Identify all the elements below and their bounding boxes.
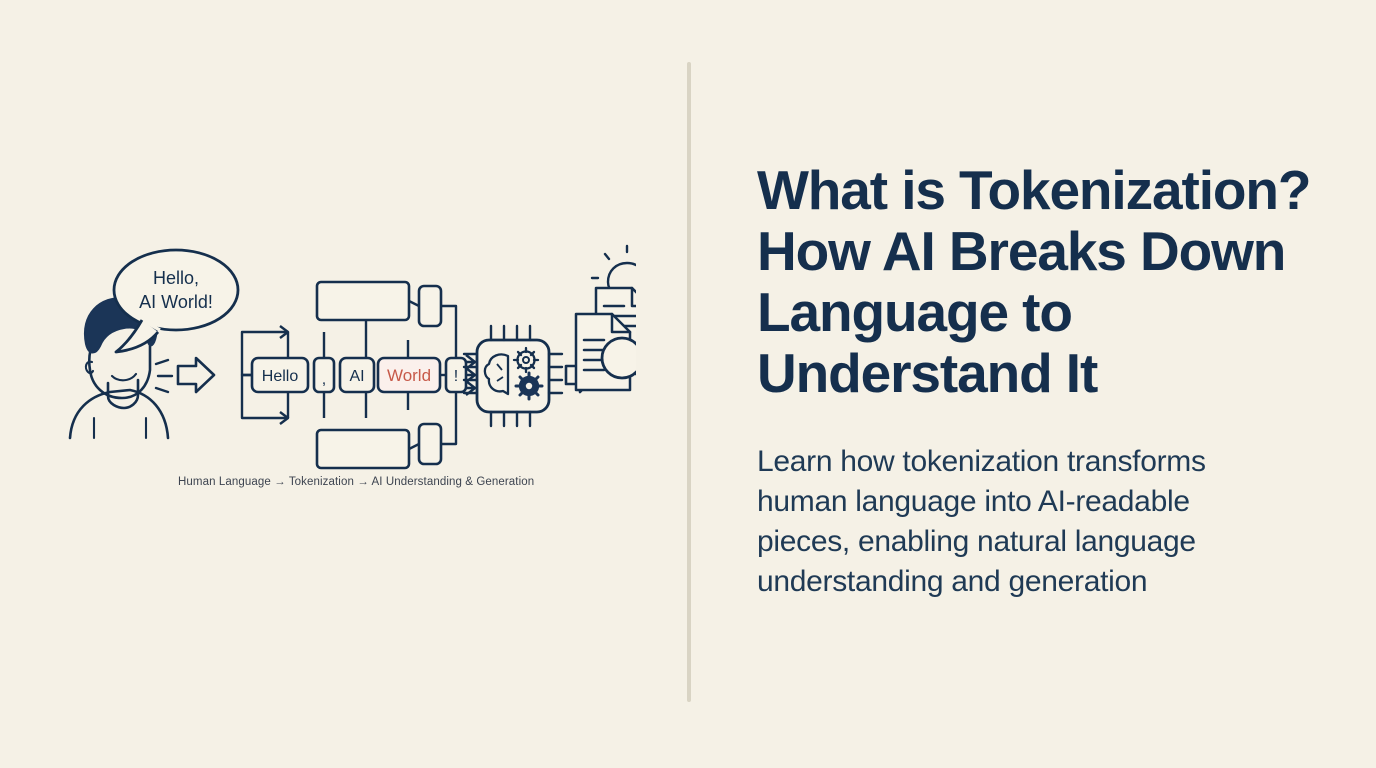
svg-text:AI: AI (349, 368, 364, 385)
subtitle-line-4: understanding and generation (757, 565, 1148, 598)
svg-text:Hello,: Hello, (153, 268, 199, 288)
document-magnifier-icon (574, 286, 636, 392)
speech-bubble-icon: Hello, AI World! (112, 248, 240, 354)
visual-panel: Hello, AI World! (0, 240, 687, 540)
token-boxes: Hello , AI World ! (250, 356, 468, 394)
headline-line-3: Language to (757, 281, 1073, 343)
headline-line-4: Understand It (757, 342, 1098, 404)
headline-line-2: How AI Breaks Down (757, 220, 1286, 282)
svg-text:,: , (322, 371, 326, 388)
subtitle-line-1: Learn how tokenization transforms (757, 445, 1206, 478)
subtitle-line-3: pieces, enabling natural language (757, 525, 1196, 558)
svg-text:Hello: Hello (262, 368, 299, 385)
page-title: What is Tokenization? How AI Breaks Down… (757, 160, 1337, 404)
svg-text:!: ! (454, 368, 458, 385)
headline-line-1: What is Tokenization? (757, 159, 1311, 221)
svg-text:World: World (387, 366, 431, 385)
page-subtitle: Learn how tokenization transforms human … (757, 404, 1277, 602)
subtitle-line-2: human language into AI-readable (757, 485, 1190, 518)
vertical-divider (687, 62, 691, 702)
svg-text:AI World!: AI World! (139, 292, 213, 312)
text-panel: What is Tokenization? How AI Breaks Down… (757, 160, 1337, 602)
ai-chip-brain-gears-icon (462, 324, 564, 428)
pipeline-caption: Human Language → Tokenization → AI Under… (178, 476, 535, 488)
tokenization-illustration: Hello, AI World! (56, 240, 636, 470)
